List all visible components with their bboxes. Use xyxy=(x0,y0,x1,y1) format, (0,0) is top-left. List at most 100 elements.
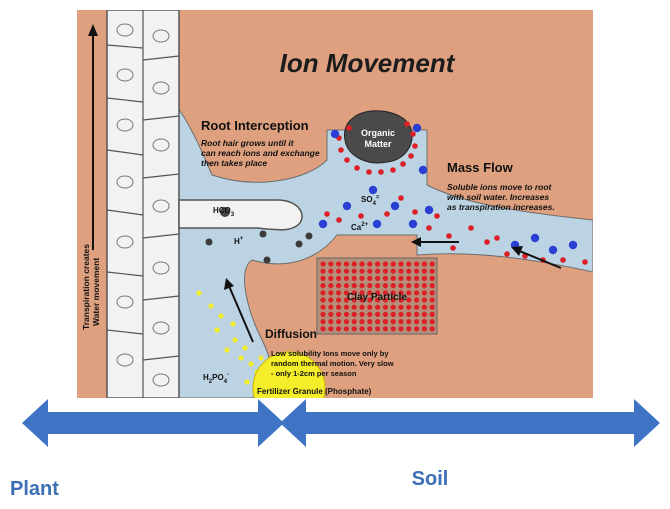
clay-cation-dot xyxy=(367,297,373,303)
clay-cation-dot xyxy=(390,319,396,325)
clay-cation-dot xyxy=(414,283,420,289)
clay-cation-dot xyxy=(328,261,334,267)
organic-cation-dot xyxy=(408,153,414,159)
clay-cation-dot xyxy=(359,311,365,317)
clay-cation-dot xyxy=(390,297,396,303)
clay-cation-dot xyxy=(406,275,412,281)
mass-flow-arrow xyxy=(516,249,562,269)
plant-double-arrow xyxy=(22,399,284,447)
organic-cation-dot xyxy=(344,157,350,163)
clay-cation-dot xyxy=(390,275,396,281)
anion-blue-dot xyxy=(412,123,422,133)
clay-cation-dot xyxy=(429,319,435,325)
hco3-label: HCO3 xyxy=(213,206,235,218)
mass-flow-label: Mass Flow xyxy=(447,160,514,175)
clay-cation-dot xyxy=(398,304,404,310)
soil-label: Soil xyxy=(411,468,449,490)
clay-cation-dot xyxy=(414,319,420,325)
clay-cation-dot xyxy=(359,326,365,332)
phosphate-dot xyxy=(214,327,220,333)
ion-movement-diagram: Ion Movement Root Interception Root hair… xyxy=(77,10,593,398)
clay-cation-dot xyxy=(367,290,373,296)
cation-red-dot xyxy=(484,239,490,245)
clay-cation-dot xyxy=(406,304,412,310)
dark-ion-dot xyxy=(263,256,271,264)
organic-cation-dot xyxy=(338,147,344,153)
clay-cation-dot xyxy=(382,311,388,317)
clay-cation-dot xyxy=(336,311,342,317)
clay-cation-dot xyxy=(343,304,349,310)
diffusion-label: Diffusion xyxy=(265,327,317,341)
clay-cation-dot xyxy=(328,319,334,325)
clay-cation-dot xyxy=(382,268,388,274)
clay-cation-dot xyxy=(336,319,342,325)
diffusion-arrow xyxy=(228,285,254,343)
phosphate-dot xyxy=(258,355,264,361)
clay-cation-dot xyxy=(359,275,365,281)
clay-cation-dot xyxy=(351,326,357,332)
clay-cation-dot xyxy=(351,319,357,325)
organic-cation-dot xyxy=(354,165,360,171)
clay-cation-dot xyxy=(367,275,373,281)
anion-blue-dot xyxy=(342,201,352,211)
clay-cation-dot xyxy=(343,275,349,281)
clay-cation-dot xyxy=(421,275,427,281)
clay-cation-dot xyxy=(375,304,381,310)
cation-red-dot xyxy=(434,213,440,219)
phosphate-dot xyxy=(224,347,230,353)
clay-cation-dot xyxy=(375,326,381,332)
clay-cation-dot xyxy=(421,319,427,325)
clay-cation-dot xyxy=(367,304,373,310)
clay-cation-dot xyxy=(375,261,381,267)
clay-cation-dot xyxy=(421,283,427,289)
organic-cation-dot xyxy=(400,161,406,167)
clay-cation-dot xyxy=(336,261,342,267)
clay-cation-dot xyxy=(328,290,334,296)
clay-cation-dot xyxy=(343,268,349,274)
clay-cation-dot xyxy=(336,268,342,274)
clay-cation-dot xyxy=(328,297,334,303)
cation-red-dot xyxy=(412,209,418,215)
phosphate-dot xyxy=(242,345,248,351)
clay-cation-dot xyxy=(421,311,427,317)
organic-matter-label-2: Matter xyxy=(364,139,392,149)
clay-cation-dot xyxy=(375,297,381,303)
clay-cation-dot xyxy=(343,261,349,267)
h2po4-label: H2PO4- xyxy=(203,372,229,385)
root-interception-desc-3: then takes place xyxy=(201,158,267,168)
mass-flow-desc-3: as transpiration increases. xyxy=(447,202,555,212)
transpiration-label-2: Water movement xyxy=(91,258,101,326)
root-hair xyxy=(178,199,303,231)
clay-cation-dot xyxy=(406,311,412,317)
clay-cation-dot xyxy=(359,261,365,267)
clay-cation-dot xyxy=(359,297,365,303)
clay-cation-dot xyxy=(320,268,326,274)
clay-cation-dot xyxy=(390,268,396,274)
cation-red-dot xyxy=(468,225,474,231)
clay-cation-dot xyxy=(343,319,349,325)
phosphate-dot xyxy=(248,361,254,367)
clay-cation-dot xyxy=(414,268,420,274)
clay-cation-dot xyxy=(320,311,326,317)
clay-cation-dot xyxy=(351,311,357,317)
clay-cation-dot xyxy=(390,290,396,296)
root-cell-walls xyxy=(106,10,180,398)
clay-cation-dot xyxy=(382,297,388,303)
cation-red-dot xyxy=(336,217,342,223)
clay-cation-dot xyxy=(414,297,420,303)
clay-cation-dot xyxy=(406,326,412,332)
clay-cation-dot xyxy=(351,297,357,303)
clay-cation-dot xyxy=(382,275,388,281)
organic-matter xyxy=(344,110,413,164)
clay-cation-dot xyxy=(328,304,334,310)
anion-blue-dot xyxy=(330,129,340,139)
clay-cation-dot xyxy=(429,261,435,267)
organic-cation-dot xyxy=(404,121,410,127)
root-interception-desc-1: Root hair grows until it xyxy=(201,138,295,148)
clay-cation-dot xyxy=(390,283,396,289)
clay-cation-dot xyxy=(375,290,381,296)
clay-cation-dot xyxy=(351,283,357,289)
clay-cation-dot xyxy=(359,290,365,296)
clay-cation-dot xyxy=(367,283,373,289)
clay-cation-dot xyxy=(382,283,388,289)
